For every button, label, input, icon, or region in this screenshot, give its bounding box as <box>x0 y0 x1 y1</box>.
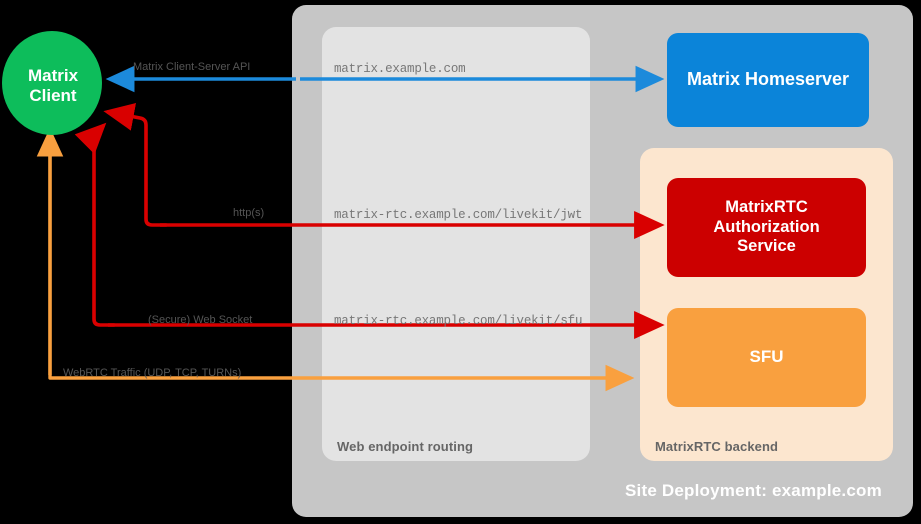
endpoint-livekit-sfu: matrix-rtc.example.com/livekit/sfu <box>334 314 583 328</box>
endpoint-matrix-example-com: matrix.example.com <box>334 62 466 76</box>
sfu-node <box>667 308 866 407</box>
endpoint-livekit-jwt: matrix-rtc.example.com/livekit/jwt <box>334 208 583 222</box>
flow-websocket-to-client <box>74 122 116 327</box>
matrixrtc-backend-caption: MatrixRTC backend <box>655 439 779 454</box>
matrix-client-node <box>2 31 102 135</box>
flow-label-cs-api: Matrix Client-Server API <box>133 61 251 73</box>
site-deployment-caption: Site Deployment: example.com <box>625 481 882 500</box>
web-endpoint-routing-panel <box>322 27 590 461</box>
flow-label-websocket: (Secure) Web Socket <box>148 314 253 326</box>
matrixrtc-authorization-service-node <box>667 178 866 277</box>
web-endpoint-routing-caption: Web endpoint routing <box>337 439 474 454</box>
flow-label-jwt: http(s) <box>233 207 265 219</box>
matrix-homeserver-node <box>667 33 869 127</box>
flow-label-webrtc: WebRTC Traffic (UDP, TCP, TURNs) <box>63 367 242 379</box>
flow-jwt-to-client <box>103 102 168 227</box>
